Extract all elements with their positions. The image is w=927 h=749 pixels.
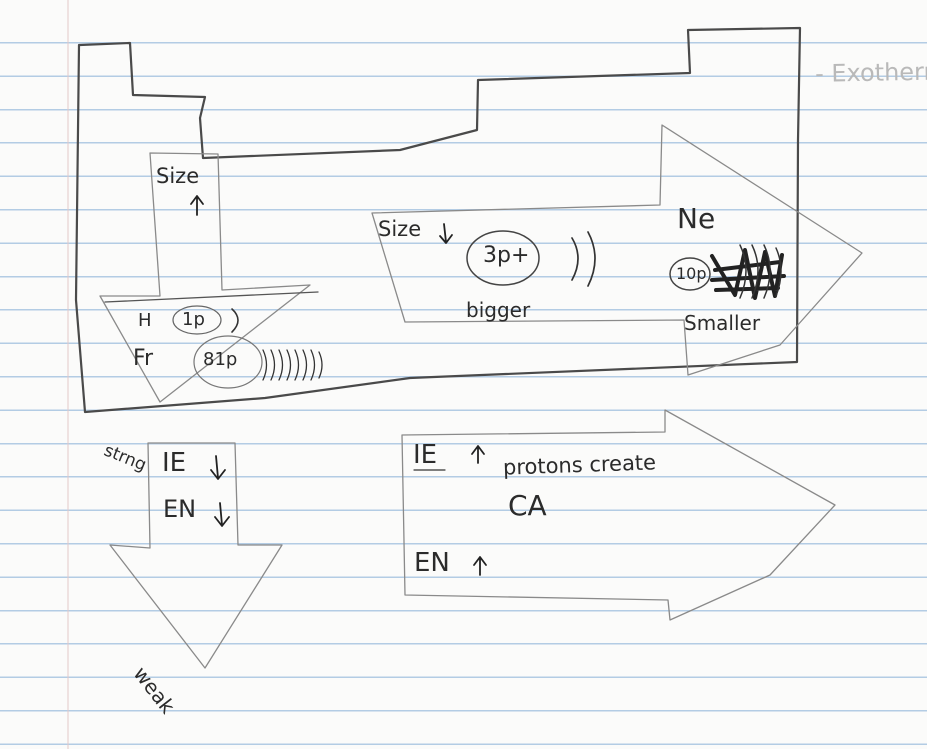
periodic-table-outline — [74, 26, 802, 414]
h-row-line — [104, 291, 319, 303]
smaller-label: Smaller — [684, 311, 761, 335]
en-down-label: EN — [163, 495, 197, 523]
fr-atom-circle — [193, 335, 263, 389]
ie-up-arrow-icon — [471, 445, 485, 464]
size-up-arrow-outline — [99, 152, 311, 403]
ne-shells-lines — [739, 244, 782, 299]
mid-atom-circle — [466, 230, 540, 286]
size-down-label: Size — [378, 217, 422, 241]
ie-down-label: IE — [162, 448, 187, 478]
mid-protons-label: 3p+ — [483, 243, 530, 268]
h-atom-circle — [172, 305, 222, 335]
mid-shells — [571, 231, 596, 287]
size-right-arrow-outline — [371, 124, 863, 376]
ne-protons-label: 10p — [676, 264, 707, 283]
en-up-label: EN — [414, 548, 450, 578]
ca-label: CA — [508, 489, 547, 522]
en-down-arrow-icon — [214, 502, 230, 527]
size-down-arrow-icon — [439, 223, 453, 244]
size-up-arrow-icon — [190, 195, 204, 216]
bigger-label: bigger — [466, 298, 531, 322]
h-symbol-label: H — [138, 310, 152, 331]
ie-en-down-arrow-outline — [109, 442, 283, 669]
ne-atom-circle — [669, 257, 711, 291]
protons-create-label: protons create — [502, 450, 657, 480]
en-up-arrow-icon — [473, 556, 487, 576]
ie-en-right-arrow-outline — [401, 409, 836, 621]
h-shell — [231, 308, 239, 333]
fr-symbol-label: Fr — [133, 346, 154, 371]
ne-symbol-label: Ne — [677, 202, 716, 235]
fr-protons-label: 81p — [203, 349, 238, 370]
size-up-label: Size — [156, 164, 200, 188]
h-protons-label: 1p — [182, 309, 205, 330]
ie-down-arrow-icon — [210, 455, 226, 480]
ie-up-label: IE — [413, 440, 438, 470]
ne-shells-scribble — [710, 248, 786, 300]
fr-shells — [262, 349, 323, 381]
